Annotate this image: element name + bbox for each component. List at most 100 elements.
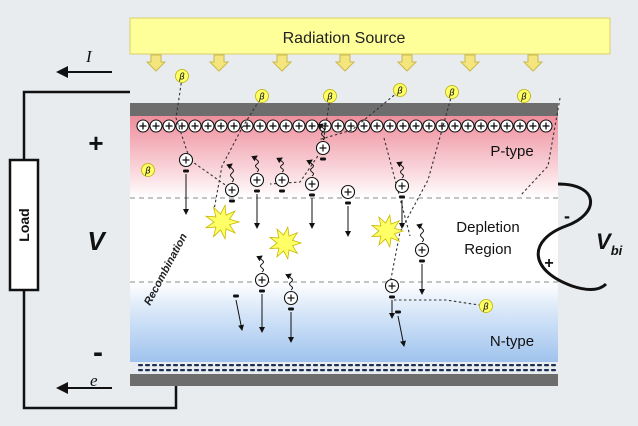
electron-charge xyxy=(467,369,472,372)
hole-charge xyxy=(331,119,345,133)
beta-symbol: β xyxy=(326,93,333,103)
hole-carrier xyxy=(178,152,194,168)
radiation-arrow xyxy=(208,54,230,72)
beta-particle: β xyxy=(393,83,407,97)
hole-charge xyxy=(214,119,228,133)
hole-charge xyxy=(305,119,319,133)
depletion-region xyxy=(130,198,558,282)
hole-charge xyxy=(149,119,163,133)
hole-carrier xyxy=(274,172,290,188)
electron-charge xyxy=(222,364,227,367)
electron-charge xyxy=(530,369,535,372)
electron-charge xyxy=(523,364,528,367)
electron-charge xyxy=(236,369,241,372)
n-type-label: N-type xyxy=(490,333,534,350)
electron-charge xyxy=(229,369,234,372)
electron-charge xyxy=(201,369,206,372)
voltage-plus-sign: + xyxy=(88,128,103,158)
drift-arrow xyxy=(306,159,314,177)
electron-charge xyxy=(285,369,290,372)
electron-carrier xyxy=(320,157,326,161)
electron-carrier xyxy=(259,289,265,293)
electron-charge xyxy=(264,369,269,372)
electron-charge xyxy=(194,369,199,372)
electron-charge xyxy=(397,369,402,372)
electron-carrier xyxy=(254,189,260,193)
electron-charge xyxy=(390,369,395,372)
electron-carrier xyxy=(395,310,401,314)
electron-charge xyxy=(383,364,388,367)
beta-symbol: β xyxy=(258,93,265,103)
electron-charge xyxy=(404,369,409,372)
electron-charge xyxy=(152,369,157,372)
beta-particle: β xyxy=(323,89,337,103)
electron-charge xyxy=(460,369,465,372)
electron-charge xyxy=(138,369,143,372)
hole-charge xyxy=(162,119,176,133)
hole-charge xyxy=(292,119,306,133)
drift-arrow xyxy=(226,163,234,183)
hole-charge xyxy=(318,119,332,133)
electron-charge xyxy=(495,369,500,372)
hole-carrier xyxy=(394,178,410,194)
hole-charge xyxy=(487,119,501,133)
electron-charge xyxy=(215,369,220,372)
beta-particle: β xyxy=(479,299,493,313)
electron-charge xyxy=(313,364,318,367)
radiation-arrow xyxy=(145,54,167,72)
electron-charge xyxy=(397,364,402,367)
beta-track xyxy=(394,299,487,307)
semiconductor-device xyxy=(130,103,558,386)
electron-charge xyxy=(495,364,500,367)
electron-charge xyxy=(327,369,332,372)
hole-charge xyxy=(435,119,449,133)
electron-charge xyxy=(474,364,479,367)
hole-charge xyxy=(409,119,423,133)
hole-charge xyxy=(175,119,189,133)
electron-charge xyxy=(509,369,514,372)
electron-charge xyxy=(236,364,241,367)
load-label: Load xyxy=(16,208,32,241)
electron-charge xyxy=(348,369,353,372)
electron-charge xyxy=(208,364,213,367)
recombination-burst xyxy=(370,213,405,249)
current-label: I xyxy=(85,47,93,66)
electron-charge xyxy=(481,364,486,367)
drift-arrow xyxy=(397,315,406,347)
electron-charge xyxy=(285,364,290,367)
electron-charge xyxy=(488,364,493,367)
electron-charge xyxy=(306,364,311,367)
electron-charge xyxy=(166,369,171,372)
electron-charge xyxy=(432,369,437,372)
electron-carrier xyxy=(183,169,189,173)
vbi-label: Vbi xyxy=(596,229,623,258)
electron-charge xyxy=(523,369,528,372)
drift-arrow xyxy=(416,223,424,243)
hole-charge xyxy=(201,119,215,133)
electron-charge xyxy=(194,364,199,367)
p-type-label: P-type xyxy=(490,143,533,160)
beta-particle: β xyxy=(175,69,189,83)
electron-charge xyxy=(509,364,514,367)
carriers xyxy=(178,123,430,347)
hole-charge xyxy=(526,119,540,133)
hole-charge xyxy=(448,119,462,133)
beta-symbol: β xyxy=(448,89,455,99)
electron-charge xyxy=(418,369,423,372)
electron-charge xyxy=(229,364,234,367)
electron-charge xyxy=(243,364,248,367)
recombination-burst xyxy=(204,203,241,241)
electron-charge xyxy=(257,369,262,372)
electron-charge xyxy=(292,364,297,367)
electron-charge xyxy=(145,369,150,372)
electron-carrier xyxy=(419,259,425,263)
drift-arrow xyxy=(285,273,293,291)
electron-charge xyxy=(327,364,332,367)
hole-carrier xyxy=(254,272,270,288)
electron-charge xyxy=(502,364,507,367)
hole-charge xyxy=(422,119,436,133)
hole-charge xyxy=(370,119,384,133)
electron-charge xyxy=(474,369,479,372)
